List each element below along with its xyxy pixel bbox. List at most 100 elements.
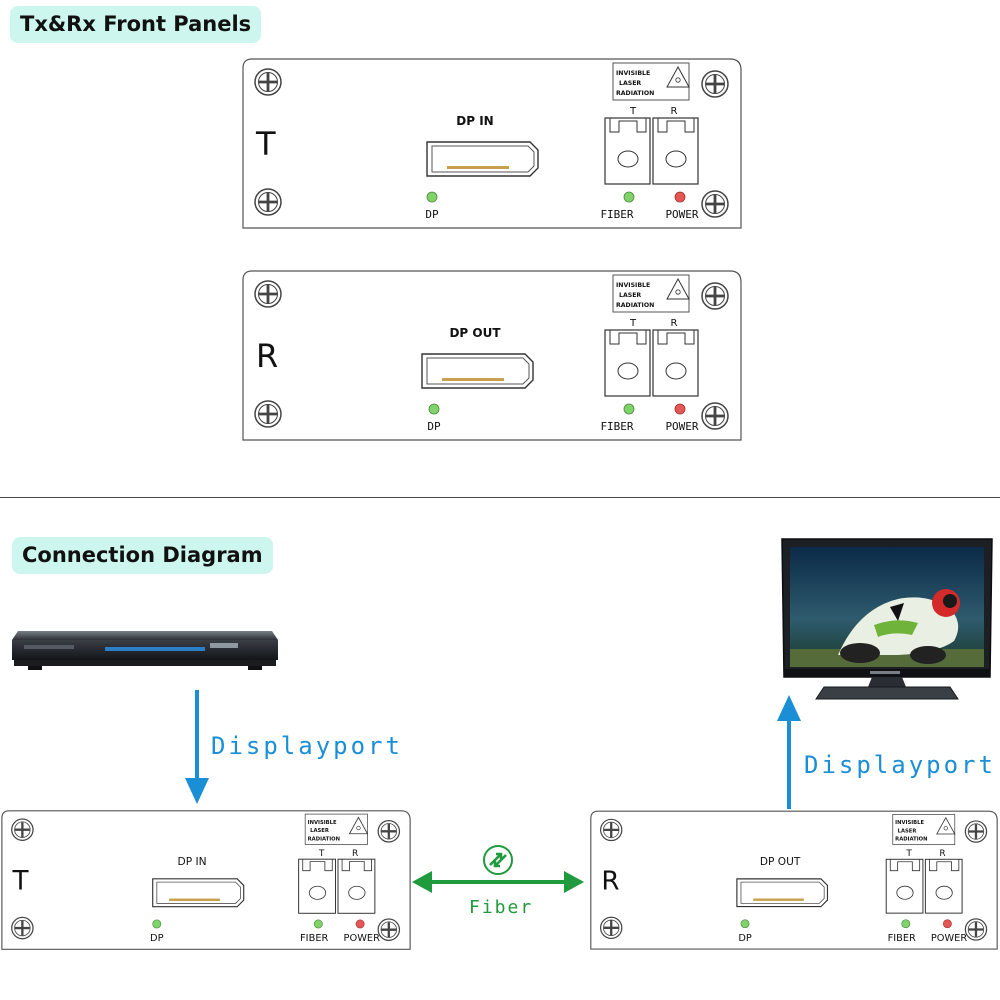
dp-led-icon (428, 403, 440, 415)
dp-led-icon (740, 919, 750, 929)
fiber-r-label: R (671, 318, 678, 329)
fiber-link (412, 843, 584, 923)
fiber-port-r (924, 858, 963, 914)
arrow-right-icon (564, 871, 584, 893)
fiber-link-drawing (412, 845, 584, 893)
fiber-t-label: T (318, 849, 325, 859)
dp-port-label: DP IN (178, 855, 207, 868)
laser-hazard-icon (666, 65, 690, 88)
fiber-port-t (604, 117, 651, 185)
fiber-swap-icon (483, 845, 513, 875)
fiber-port-r (337, 858, 376, 914)
fiber-t-label: T (905, 849, 912, 859)
svg-text:LASER: LASER (619, 80, 641, 87)
dp-port-label: DP OUT (449, 326, 501, 340)
fiber-port-r (652, 117, 699, 185)
panel-letter: T (255, 125, 276, 163)
screw-icon (964, 820, 988, 843)
screw-icon (964, 918, 988, 941)
dp-led-label: DP (150, 933, 164, 944)
tx-panel-connection-drawing: T DP IN DP INVISIBLE LASER RADIATION T R (1, 810, 411, 950)
power-led-label: POWER (344, 933, 381, 944)
screw-icon (11, 916, 34, 940)
displayport-arrow-up (776, 695, 802, 809)
svg-text:INVISIBLE: INVISIBLE (895, 820, 924, 826)
monitor-display-device (778, 537, 996, 703)
svg-text:RADIATION: RADIATION (895, 837, 927, 843)
dp-led-label: DP (738, 933, 752, 944)
dvd-player-icon (12, 631, 278, 670)
laser-hazard-icon (666, 277, 690, 300)
arrow-left-icon (412, 871, 432, 893)
dp-led-icon (426, 191, 438, 203)
motorcycle-racer-image (838, 589, 960, 664)
power-led-icon (355, 919, 365, 929)
screw-icon (254, 188, 282, 216)
rx-panel-connection-drawing: R DP OUT DP INVISIBLE LASER RADIATION T … (590, 810, 998, 950)
screw-icon (701, 70, 729, 98)
screw-icon (254, 68, 282, 96)
displayport-connector-icon (736, 878, 829, 908)
connection-diagram-title: Connection Diagram (12, 537, 273, 574)
arrow-up-icon (777, 695, 801, 809)
svg-text:LASER: LASER (619, 292, 641, 299)
screw-icon (377, 918, 401, 941)
panel-letter: T (12, 867, 30, 897)
screw-icon (701, 190, 729, 218)
fiber-led-icon (313, 919, 323, 929)
monitor-icon (781, 538, 993, 700)
svg-text:LASER: LASER (310, 828, 329, 834)
laser-warning-label: INVISIBLE LASER RADIATION (304, 813, 369, 845)
fiber-led-label: FIBER (300, 933, 329, 944)
fiber-r-label: R (939, 849, 945, 859)
fiber-port-t (298, 858, 337, 914)
laser-warning-label: INVISIBLE LASER RADIATION (612, 62, 690, 101)
panel-letter: R (601, 866, 619, 896)
fiber-led-icon (623, 191, 635, 203)
dp-port-label: DP OUT (760, 856, 801, 868)
source-displayport-label: Displayport (211, 732, 403, 760)
laser-warning-label: INVISIBLE LASER RADIATION (612, 274, 690, 313)
screw-icon (701, 282, 729, 310)
laser-hazard-icon (936, 816, 956, 835)
svg-text:INVISIBLE: INVISIBLE (616, 70, 650, 77)
screw-icon (377, 820, 401, 843)
tx-panel-connection: T DP IN DP INVISIBLE LASER RADIATION T R (0, 810, 412, 951)
fiber-label: Fiber (469, 897, 534, 918)
svg-text:INVISIBLE: INVISIBLE (616, 282, 650, 289)
fiber-t-label: T (629, 106, 637, 117)
arrow-down-icon (185, 690, 209, 804)
svg-text:RADIATION: RADIATION (308, 836, 340, 842)
laser-warning-label: INVISIBLE LASER RADIATION (892, 813, 956, 846)
svg-text:RADIATION: RADIATION (616, 302, 654, 309)
display-displayport-label: Displayport (804, 751, 996, 779)
tx-front-panel-drawing: T DP IN DP INVISIBLE LASER RADIATION T R (242, 58, 742, 229)
svg-text:LASER: LASER (898, 828, 917, 834)
screw-icon (599, 818, 623, 842)
svg-text:INVISIBLE: INVISIBLE (308, 820, 337, 826)
fiber-port-t (604, 329, 651, 397)
power-led-label: POWER (665, 420, 698, 433)
front-panels-title: Tx&Rx Front Panels (10, 6, 262, 43)
fiber-r-label: R (352, 849, 358, 859)
dp-led-label: DP (425, 208, 439, 221)
screw-icon (254, 400, 282, 428)
screw-icon (599, 916, 623, 940)
dp-port-label: DP IN (456, 114, 493, 128)
dp-led-icon (152, 919, 162, 929)
dp-led-label: DP (427, 420, 441, 433)
fiber-led-icon (901, 919, 911, 929)
fiber-led-icon (623, 403, 635, 415)
power-led-icon (674, 191, 686, 203)
section-divider (0, 497, 1000, 498)
rx-panel-connection: R DP OUT DP INVISIBLE LASER RADIATION T … (590, 810, 998, 951)
tx-front-panel: T DP IN DP INVISIBLE LASER RADIATION T R (242, 58, 742, 230)
power-led-label: POWER (931, 933, 967, 944)
power-led-icon (943, 919, 952, 929)
displayport-connector-icon (426, 141, 539, 177)
power-led-label: POWER (665, 208, 698, 221)
displayport-connector-icon (421, 353, 534, 389)
rx-front-panel: R DP OUT DP INVISIBLE LASER RADIATION T … (242, 270, 742, 442)
displayport-arrow-down (184, 690, 210, 806)
screw-icon (11, 818, 34, 841)
